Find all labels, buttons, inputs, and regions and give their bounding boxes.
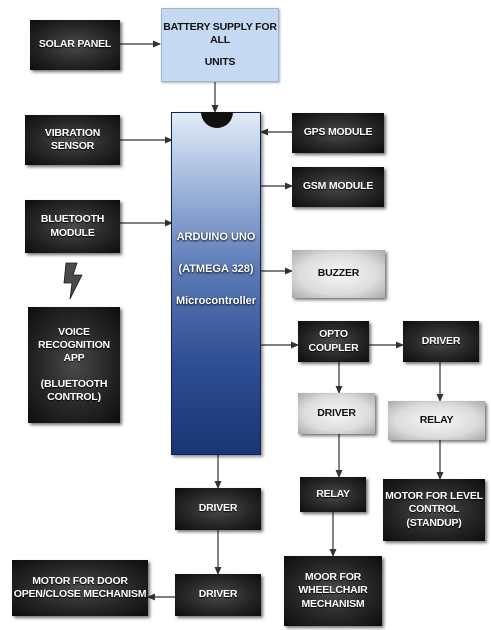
motor-wheelchair-block: MOOR FOR WHEELCHAIR MECHANISM	[284, 556, 382, 626]
battery-supply-block: BATTERY SUPPLY FOR ALL UNITS	[161, 8, 279, 82]
battery-label-2: UNITS	[204, 56, 236, 69]
driver-mid-block: DRIVER	[298, 393, 375, 434]
relay-right-label: RELAY	[419, 413, 454, 426]
bluetooth-module-label-2: MODULE	[50, 226, 95, 239]
bluetooth-module-block: BLUETOOTH MODULE	[25, 200, 120, 253]
motor-level-label-2: CONTROL (STANDUP)	[406, 503, 462, 529]
motor-door-label-2: OPEN/CLOSE MECHANISM	[13, 588, 147, 600]
bluetooth-module-label-1: BLUETOOTH	[40, 213, 105, 226]
voice-app-label-3: (BLUETOOTH	[40, 377, 108, 390]
driver-right-label: DRIVER	[421, 334, 461, 347]
motor-level-control-block: MOTOR FOR LEVEL CONTROL (STANDUP)	[383, 479, 485, 541]
voice-recognition-app-block: VOICE RECOGNITION APP (BLUETOOTH CONTROL…	[28, 307, 120, 423]
chip-notch	[201, 112, 233, 128]
solar-panel-block: SOLAR PANEL	[30, 20, 120, 70]
motor-level-label-1: MOTOR FOR LEVEL	[385, 490, 483, 503]
mcu-label-3: Microcontroller	[175, 295, 257, 307]
relay-right-block: RELAY	[388, 401, 485, 440]
voice-app-label-4: CONTROL)	[47, 390, 101, 403]
buzzer-block: BUZZER	[292, 250, 385, 298]
driver-bottom-2-label: DRIVER	[198, 588, 238, 601]
motor-wheelchair-label-3: MECHANISM	[301, 597, 365, 610]
voice-app-label-2: RECOGNITION APP	[38, 339, 110, 365]
motor-wheelchair-label-2: WHEELCHAIR	[298, 584, 368, 597]
opto-coupler-block: OPTO COUPLER	[298, 321, 369, 362]
gsm-module-label: GSM MODULE	[302, 180, 374, 193]
mcu-label-2: (ATMEGA 328)	[178, 263, 254, 275]
vibration-sensor-label: VIBRATION SENSOR	[44, 126, 101, 152]
gsm-module-block: GSM MODULE	[292, 167, 384, 207]
driver-mid-label: DRIVER	[317, 406, 356, 419]
lightning-bolt-icon	[63, 262, 83, 300]
driver-right-block: DRIVER	[403, 321, 479, 362]
voice-app-label-1: VOICE	[58, 326, 90, 339]
motor-wheelchair-label-1: MOOR FOR	[304, 571, 362, 584]
driver-bottom-1-block: DRIVER	[175, 488, 261, 530]
battery-label-1: BATTERY SUPPLY FOR ALL	[163, 20, 277, 46]
motor-door-block: MOTOR FOR DOOR OPEN/CLOSE MECHANISM	[12, 560, 148, 616]
driver-bottom-1-label: DRIVER	[198, 502, 238, 515]
motor-door-label-1: MOTOR FOR DOOR	[32, 574, 128, 587]
driver-bottom-2-block: DRIVER	[175, 574, 261, 616]
relay-mid-block: RELAY	[300, 477, 366, 512]
gps-module-label: GPS MODULE	[303, 126, 373, 139]
vibration-sensor-block: VIBRATION SENSOR	[25, 115, 120, 165]
solar-panel-label: SOLAR PANEL	[38, 38, 112, 51]
mcu-label-1: ARDUINO UNO	[176, 231, 256, 243]
relay-mid-label: RELAY	[316, 487, 350, 500]
opto-coupler-label: OPTO COUPLER	[308, 328, 359, 354]
buzzer-label: BUZZER	[317, 267, 360, 280]
gps-module-block: GPS MODULE	[292, 113, 384, 153]
microcontroller-block: ARDUINO UNO (ATMEGA 328) Microcontroller	[171, 112, 261, 455]
